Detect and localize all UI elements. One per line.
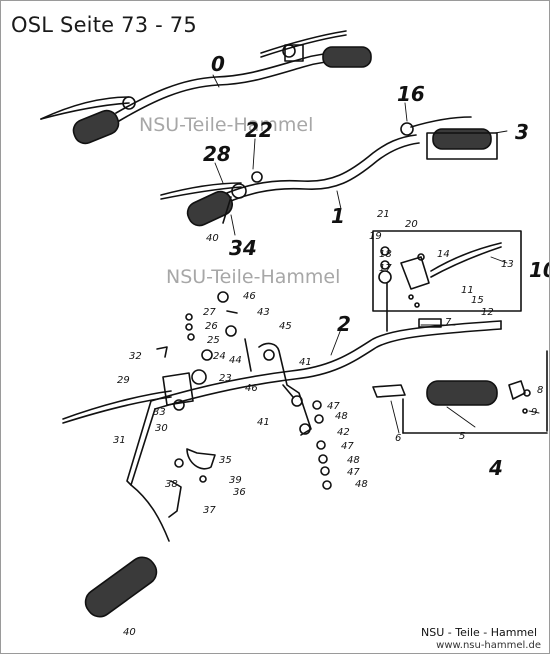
callout-1: 1	[331, 204, 345, 228]
callout-24: 24	[213, 351, 226, 362]
page-title: OSL Seite 73 - 75	[11, 13, 197, 37]
callout-3: 3	[515, 120, 529, 144]
callout-20: 20	[405, 219, 418, 230]
callout-30: 30	[155, 423, 168, 434]
callout-40-top: 40	[206, 233, 219, 244]
handlebar-0-drawing	[40, 30, 372, 145]
watermark-upper: NSU-Teile-Hammel	[139, 114, 313, 136]
callout-23: 23	[219, 373, 232, 384]
callout-35: 35	[219, 455, 232, 466]
callout-48-b: 48	[347, 455, 360, 466]
callout-22: 22	[245, 118, 273, 142]
handlebar-1-drawing	[160, 116, 498, 227]
callout-41-upper: 41	[299, 357, 312, 368]
footer-brand: NSU - Teile - Hammel	[421, 626, 537, 639]
callout-33: 33	[153, 407, 166, 418]
callout-5: 5	[459, 431, 465, 442]
callout-27: 27	[203, 307, 216, 318]
callout-10: 10	[529, 258, 549, 282]
callout-42: 42	[337, 427, 350, 438]
grip-assembly-4-drawing	[372, 350, 548, 434]
callout-17: 17	[379, 263, 392, 274]
callout-48-a: 48	[335, 411, 348, 422]
callout-28: 28	[203, 142, 231, 166]
callout-9: 9	[531, 407, 537, 418]
callout-39: 39	[229, 475, 242, 486]
callout-44: 44	[229, 355, 242, 366]
callout-37: 37	[203, 505, 216, 516]
callout-0: 0	[211, 52, 225, 76]
callout-25: 25	[207, 335, 220, 346]
callout-11: 11	[461, 285, 474, 296]
callout-47-b: 47	[341, 441, 354, 452]
callout-31: 31	[113, 435, 126, 446]
callout-47-c: 47	[347, 467, 360, 478]
callout-43: 43	[257, 307, 270, 318]
callout-6: 6	[395, 433, 401, 444]
callout-48-c: 48	[355, 479, 368, 490]
callout-12: 12	[481, 307, 494, 318]
callout-36: 36	[233, 487, 246, 498]
callout-19: 19	[369, 231, 382, 242]
callout-21: 21	[377, 209, 390, 220]
callout-29: 29	[117, 375, 130, 386]
callout-41-lower: 41	[257, 417, 270, 428]
callout-2: 2	[337, 312, 351, 336]
callout-15: 15	[471, 295, 484, 306]
callout-18: 18	[379, 249, 392, 260]
callout-14: 14	[437, 249, 450, 260]
callout-46-top: 46	[243, 291, 256, 302]
callout-32: 32	[129, 351, 142, 362]
handlebar-2-drawing	[62, 291, 502, 542]
callout-34: 34	[229, 236, 257, 260]
watermark-middle: NSU-Teile-Hammel	[166, 266, 340, 288]
callout-4: 4	[488, 456, 503, 480]
callout-45: 45	[279, 321, 292, 332]
callout-46-lower: 46	[245, 383, 258, 394]
callout-40-bottom: 40	[123, 627, 136, 638]
lever-assembly-10-drawing	[372, 230, 522, 332]
callout-7: 7	[445, 317, 452, 328]
footer-url: www.nsu-hammel.de	[436, 640, 541, 651]
callout-8: 8	[537, 385, 543, 396]
callout-38: 38	[165, 479, 178, 490]
callout-26: 26	[205, 321, 218, 332]
callout-16: 16	[397, 82, 425, 106]
callout-47-a: 47	[327, 401, 340, 412]
callout-13: 13	[501, 259, 514, 270]
